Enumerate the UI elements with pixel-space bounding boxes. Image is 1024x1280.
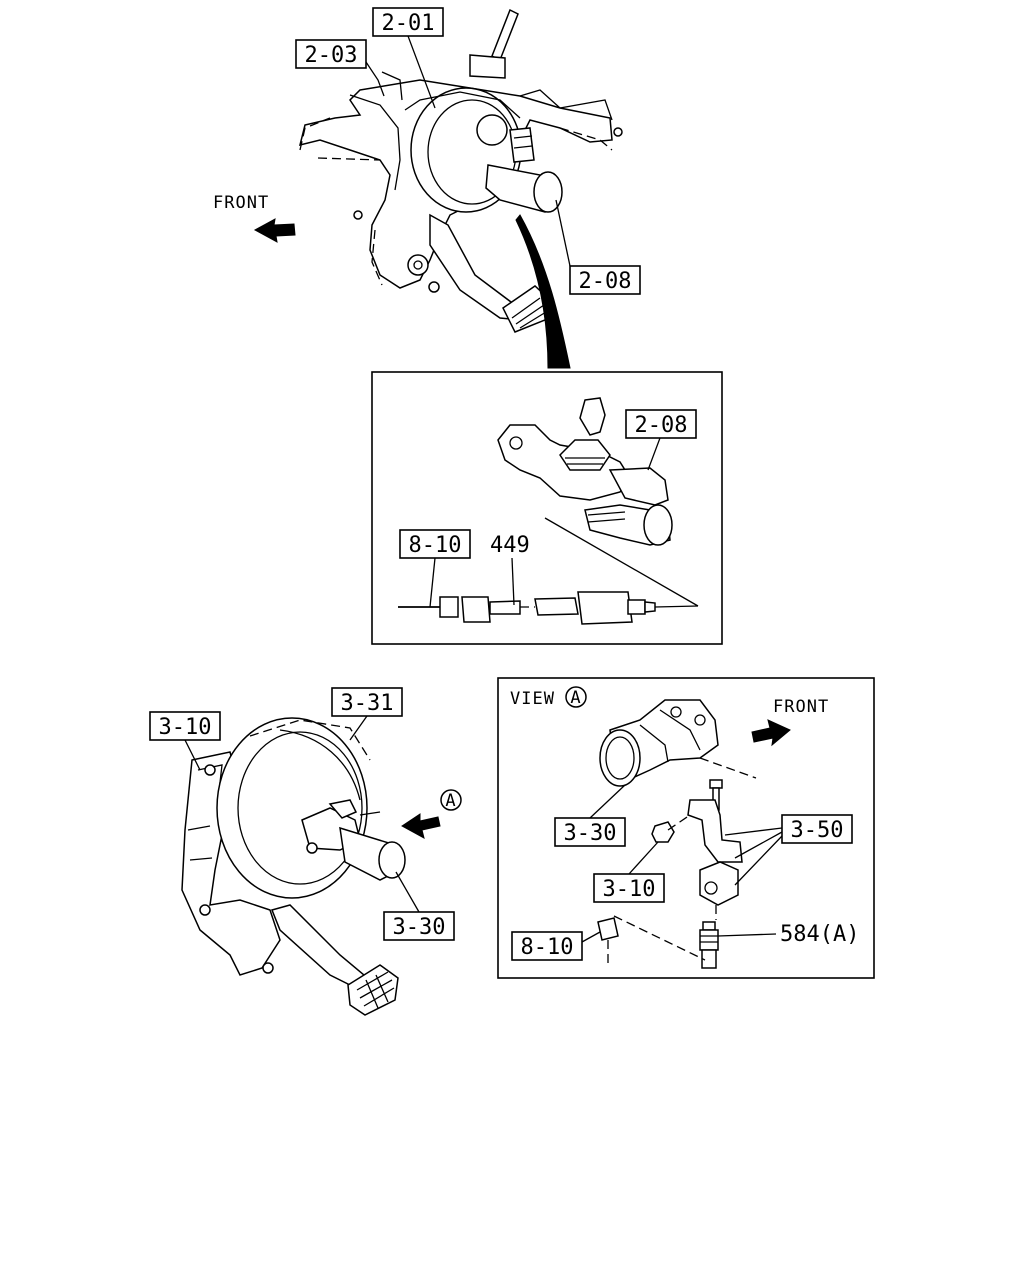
- view-marker: [565, 686, 587, 708]
- view-a-arrow: A: [401, 789, 462, 839]
- callout-3-31: 3-31: [331, 687, 403, 741]
- view-title: VIEW: [510, 689, 555, 709]
- svg-text:449: 449: [490, 533, 530, 558]
- callout-3-10-left: 3-10: [149, 711, 221, 771]
- callout-3-30-view: 3-30: [554, 784, 626, 847]
- svg-text:2-08: 2-08: [635, 413, 688, 438]
- svg-text:2-01: 2-01: [382, 11, 435, 36]
- booster-pedal-assembly-lower: [181, 717, 406, 1016]
- callout-2-08-detail: 2-08: [625, 409, 697, 471]
- svg-text:3-50: 3-50: [791, 818, 844, 843]
- front-label-view: FRONT: [773, 697, 829, 717]
- svg-text:584(A): 584(A): [780, 922, 859, 947]
- brake-pedal-booster-assembly: [298, 8, 623, 333]
- front-arrow-top: [253, 218, 296, 243]
- svg-text:3-31: 3-31: [341, 691, 394, 716]
- callout-2-08-top: 2-08: [555, 199, 641, 295]
- front-arrow-view: [751, 719, 791, 747]
- detail-pointer: [515, 214, 571, 369]
- callout-8-10-detail: 8-10: [399, 529, 471, 608]
- callout-3-30-left: 3-30: [383, 871, 455, 941]
- callout-2-01: 2-01: [372, 7, 444, 109]
- callout-2-03: 2-03: [295, 39, 385, 97]
- svg-text:3-30: 3-30: [564, 821, 617, 846]
- callout-3-50: 3-50: [724, 814, 853, 886]
- svg-text:A: A: [570, 688, 581, 708]
- svg-text:8-10: 8-10: [521, 935, 574, 960]
- callout-8-10-view: 8-10: [511, 931, 601, 961]
- svg-text:8-10: 8-10: [409, 533, 462, 558]
- callout-3-10-view: 3-10: [593, 841, 665, 903]
- svg-text:3-10: 3-10: [603, 877, 656, 902]
- svg-text:3-30: 3-30: [393, 915, 446, 940]
- svg-text:2-03: 2-03: [305, 43, 358, 68]
- svg-text:2-08: 2-08: [579, 269, 632, 294]
- callout-449: 449: [490, 533, 530, 606]
- svg-text:A: A: [445, 791, 456, 811]
- front-label-top: FRONT: [213, 193, 269, 213]
- svg-text:3-10: 3-10: [159, 715, 212, 740]
- callout-584: 584(A): [717, 922, 859, 947]
